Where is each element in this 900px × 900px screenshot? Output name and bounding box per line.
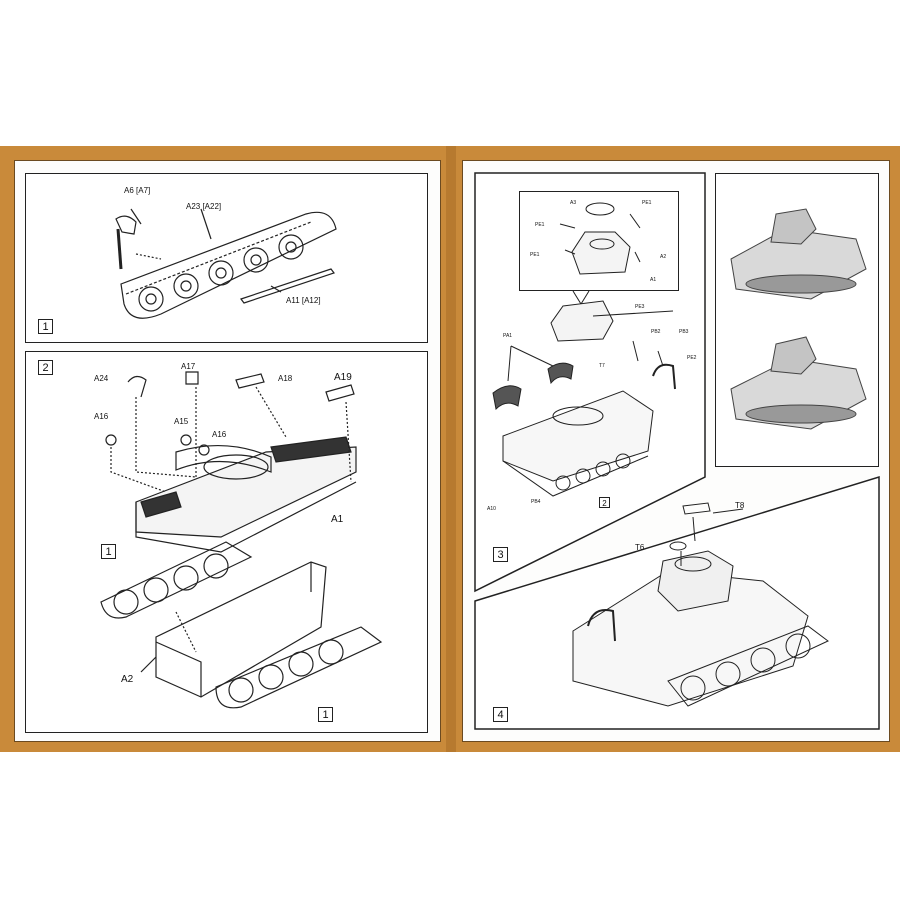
- label-a10: A10: [487, 506, 496, 512]
- finished-model-photos: [730, 208, 867, 430]
- label-a6: A6 [A7]: [124, 186, 151, 195]
- label-a3: A3: [570, 200, 577, 206]
- label-pe1-left: PE1: [535, 222, 545, 228]
- step-1-drawing: [115, 208, 337, 319]
- label-a1-detail: A1: [650, 277, 657, 283]
- label-t6: T6: [635, 543, 645, 552]
- step-reference-2: 2: [599, 497, 610, 508]
- label-a2: A2: [121, 674, 134, 685]
- step-reference-1-right: 1: [318, 707, 333, 722]
- turret-detail-box: A3 PE1 PE1 PE1 A2 A1: [519, 191, 679, 291]
- step-number-2: 2: [38, 360, 53, 375]
- label-pb2: PB2: [651, 329, 661, 335]
- label-pb3: PB3: [679, 329, 689, 335]
- label-pe2: PE2: [687, 355, 697, 361]
- step-number-1: 1: [38, 319, 53, 334]
- label-pe1-bottom: PE1: [530, 252, 540, 258]
- step-2-drawing: [100, 371, 383, 709]
- label-a16-right: A16: [212, 430, 227, 439]
- label-pb4: PB4: [531, 499, 541, 505]
- label-a24: A24: [94, 374, 109, 383]
- label-a19: A19: [334, 372, 352, 383]
- label-a1: A1: [331, 514, 344, 525]
- label-pa1: PA1: [503, 333, 513, 339]
- step-1-panel: A6 [A7] A23 [A22] A11 [A12] 1: [25, 173, 428, 343]
- turret-detail-drawing: [559, 202, 641, 275]
- label-a15: A15: [174, 417, 189, 426]
- photo-panel-views: [715, 173, 879, 467]
- label-a18: A18: [278, 374, 293, 383]
- label-t8: T8: [735, 501, 745, 510]
- step-reference-1-left: 1: [101, 544, 116, 559]
- label-pe3: PE3: [635, 304, 645, 310]
- step-2-panel: 2 A24 A17 A18 A19 A16 A15 A16 A1 1 A2 1: [25, 351, 428, 733]
- label-a11: A11 [A12]: [286, 296, 321, 305]
- label-a2-detail: A2: [660, 254, 667, 260]
- label-t7: T7: [599, 363, 605, 369]
- label-a17: A17: [181, 362, 196, 371]
- left-page: A6 [A7] A23 [A22] A11 [A12] 1: [14, 160, 441, 742]
- step-number-3: 3: [493, 547, 508, 562]
- page-spine: [446, 146, 456, 752]
- step-number-4: 4: [493, 707, 508, 722]
- label-a23: A23 [A22]: [186, 202, 222, 211]
- label-pe1-top: PE1: [642, 200, 652, 206]
- track-outline: [120, 211, 337, 319]
- right-page: A3 PE1 PE1 PE1 A2 A1 PE3 PA1 PB2: [462, 160, 890, 742]
- label-a16-left: A16: [94, 412, 109, 421]
